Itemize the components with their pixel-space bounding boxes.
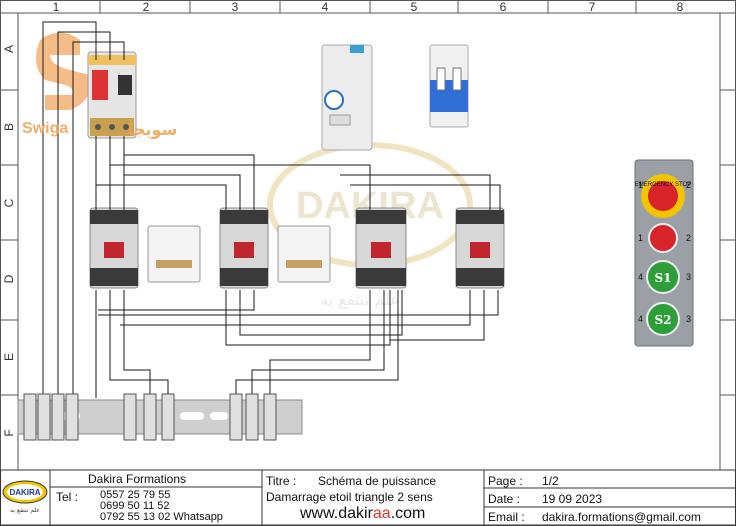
- swiga-logo: [36, 32, 91, 110]
- swiga-brand-arabic: سويجا: [128, 120, 178, 139]
- contactor-km2: [219, 207, 269, 289]
- dakira-logo: [2, 480, 48, 504]
- date-label: Date :: [488, 492, 521, 506]
- phone-3: 0792 55 13 02 Whatsapp: [100, 511, 223, 523]
- auxiliary-block-2: [277, 225, 331, 283]
- grid-row-f: F: [2, 429, 16, 437]
- circuit-breaker: [429, 44, 469, 128]
- grid-row-e: E: [2, 353, 16, 362]
- grid-row-a: A: [2, 45, 16, 54]
- timer-relay: [321, 44, 373, 151]
- phone-2: 0699 50 11 52: [100, 500, 170, 512]
- terminal-r3-right: 3: [686, 272, 691, 282]
- push-button-station: [634, 159, 694, 347]
- titre-value: Schéma de puissance: [318, 474, 437, 488]
- terminal-r4-left: 4: [638, 314, 643, 324]
- logo-text: DAKIRA: [9, 488, 40, 497]
- terminal-r1-left: 1: [638, 180, 643, 190]
- contactor-km3: [355, 207, 407, 289]
- drawing-subtitle: Damarrage etoil triangle 2 sens: [266, 490, 433, 504]
- website-highlight: aa: [372, 505, 391, 522]
- grid-row-c: C: [2, 198, 16, 208]
- email-label: Email :: [488, 510, 525, 524]
- grid-col-1: 1: [52, 0, 60, 14]
- grid-col-6: 6: [499, 0, 507, 14]
- grid-col-5: 5: [410, 0, 418, 14]
- grid-col-3: 3: [231, 0, 239, 14]
- phone-1: 0557 25 79 55: [100, 489, 171, 501]
- grid-col-8: 8: [676, 0, 684, 14]
- terminal-r4-right: 3: [686, 314, 691, 324]
- grid-column-dividers: [99, 0, 637, 13]
- logo-sub: علم تنتفع به: [10, 507, 40, 514]
- button-s2-label: S2: [654, 313, 671, 327]
- contactor-km1: [89, 207, 139, 289]
- grid-row-d: D: [2, 274, 16, 284]
- page-label: Page :: [488, 474, 523, 488]
- motor-protection-breaker: [87, 51, 137, 139]
- grid-row-dividers: [0, 89, 736, 396]
- terminal-r2-left: 1: [638, 233, 643, 243]
- grid-col-7: 7: [588, 0, 596, 14]
- website-prefix: www.dakir: [300, 505, 373, 522]
- terminal-r2-right: 2: [686, 233, 691, 243]
- website-suffix: .com: [390, 505, 426, 522]
- button-s1-label: S1: [654, 271, 671, 285]
- terminal-r3-left: 4: [638, 272, 643, 282]
- emergency-label: EMERGENCY STOP: [635, 182, 691, 188]
- grid-col-2: 2: [142, 0, 150, 14]
- swiga-brand-latin: Swiga: [22, 120, 69, 137]
- contactor-km4: [455, 207, 505, 289]
- page-value: 1/2: [542, 474, 559, 488]
- center-logo-arabic: علم تنتفع به: [320, 290, 399, 310]
- terminal-blocks: [23, 393, 277, 441]
- website-link[interactable]: www.dakiraa.com: [300, 505, 425, 523]
- email-value[interactable]: dakira.formations@gmail.com: [542, 510, 701, 524]
- terminal-r1-right: 2: [686, 180, 691, 190]
- auxiliary-block-1: [147, 225, 201, 283]
- date-value: 19 09 2023: [542, 492, 603, 506]
- grid-col-4: 4: [321, 0, 329, 14]
- titre-label: Titre :: [266, 474, 297, 488]
- tel-label: Tel :: [56, 490, 79, 504]
- power-wires: [42, 21, 501, 398]
- grid-row-b: B: [2, 123, 16, 132]
- company-name: Dakira Formations: [88, 472, 187, 486]
